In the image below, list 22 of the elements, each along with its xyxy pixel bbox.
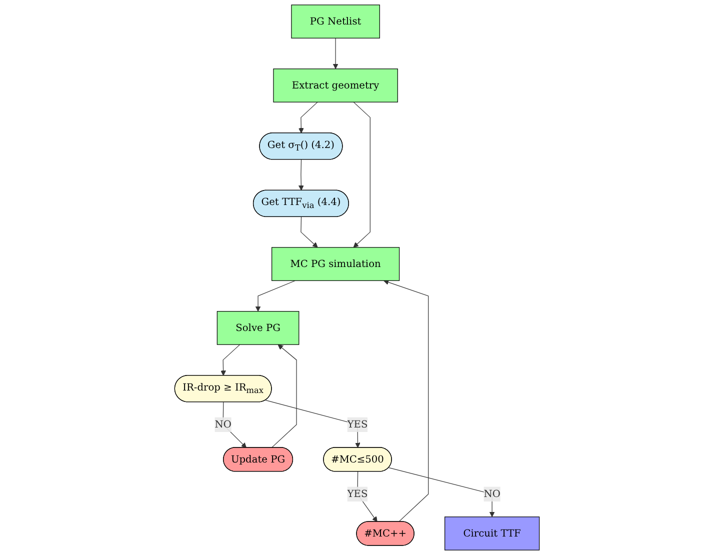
edge-label: NO	[214, 418, 232, 430]
edge-label: YES	[347, 488, 368, 500]
arrow	[357, 471, 378, 522]
arrow	[298, 159, 304, 191]
arrow	[388, 467, 495, 518]
arrow	[298, 102, 318, 134]
node-box: Solve PG	[216, 311, 300, 345]
edge-label: YES	[347, 418, 368, 430]
arrow	[271, 344, 297, 448]
arrow	[222, 402, 247, 448]
arrow	[265, 400, 360, 448]
arrow	[353, 102, 370, 248]
node-box: Circuit TTF	[444, 516, 540, 550]
arrow	[384, 280, 429, 522]
node-box: MC PG simulation	[272, 247, 400, 281]
arrow	[220, 344, 240, 376]
edge-label: NO	[484, 488, 500, 500]
arrow	[300, 216, 318, 248]
node-box: PG Netlist	[291, 4, 380, 38]
arrow	[332, 38, 338, 70]
arrow	[255, 280, 296, 312]
node-box: Extract geometry	[273, 68, 398, 102]
